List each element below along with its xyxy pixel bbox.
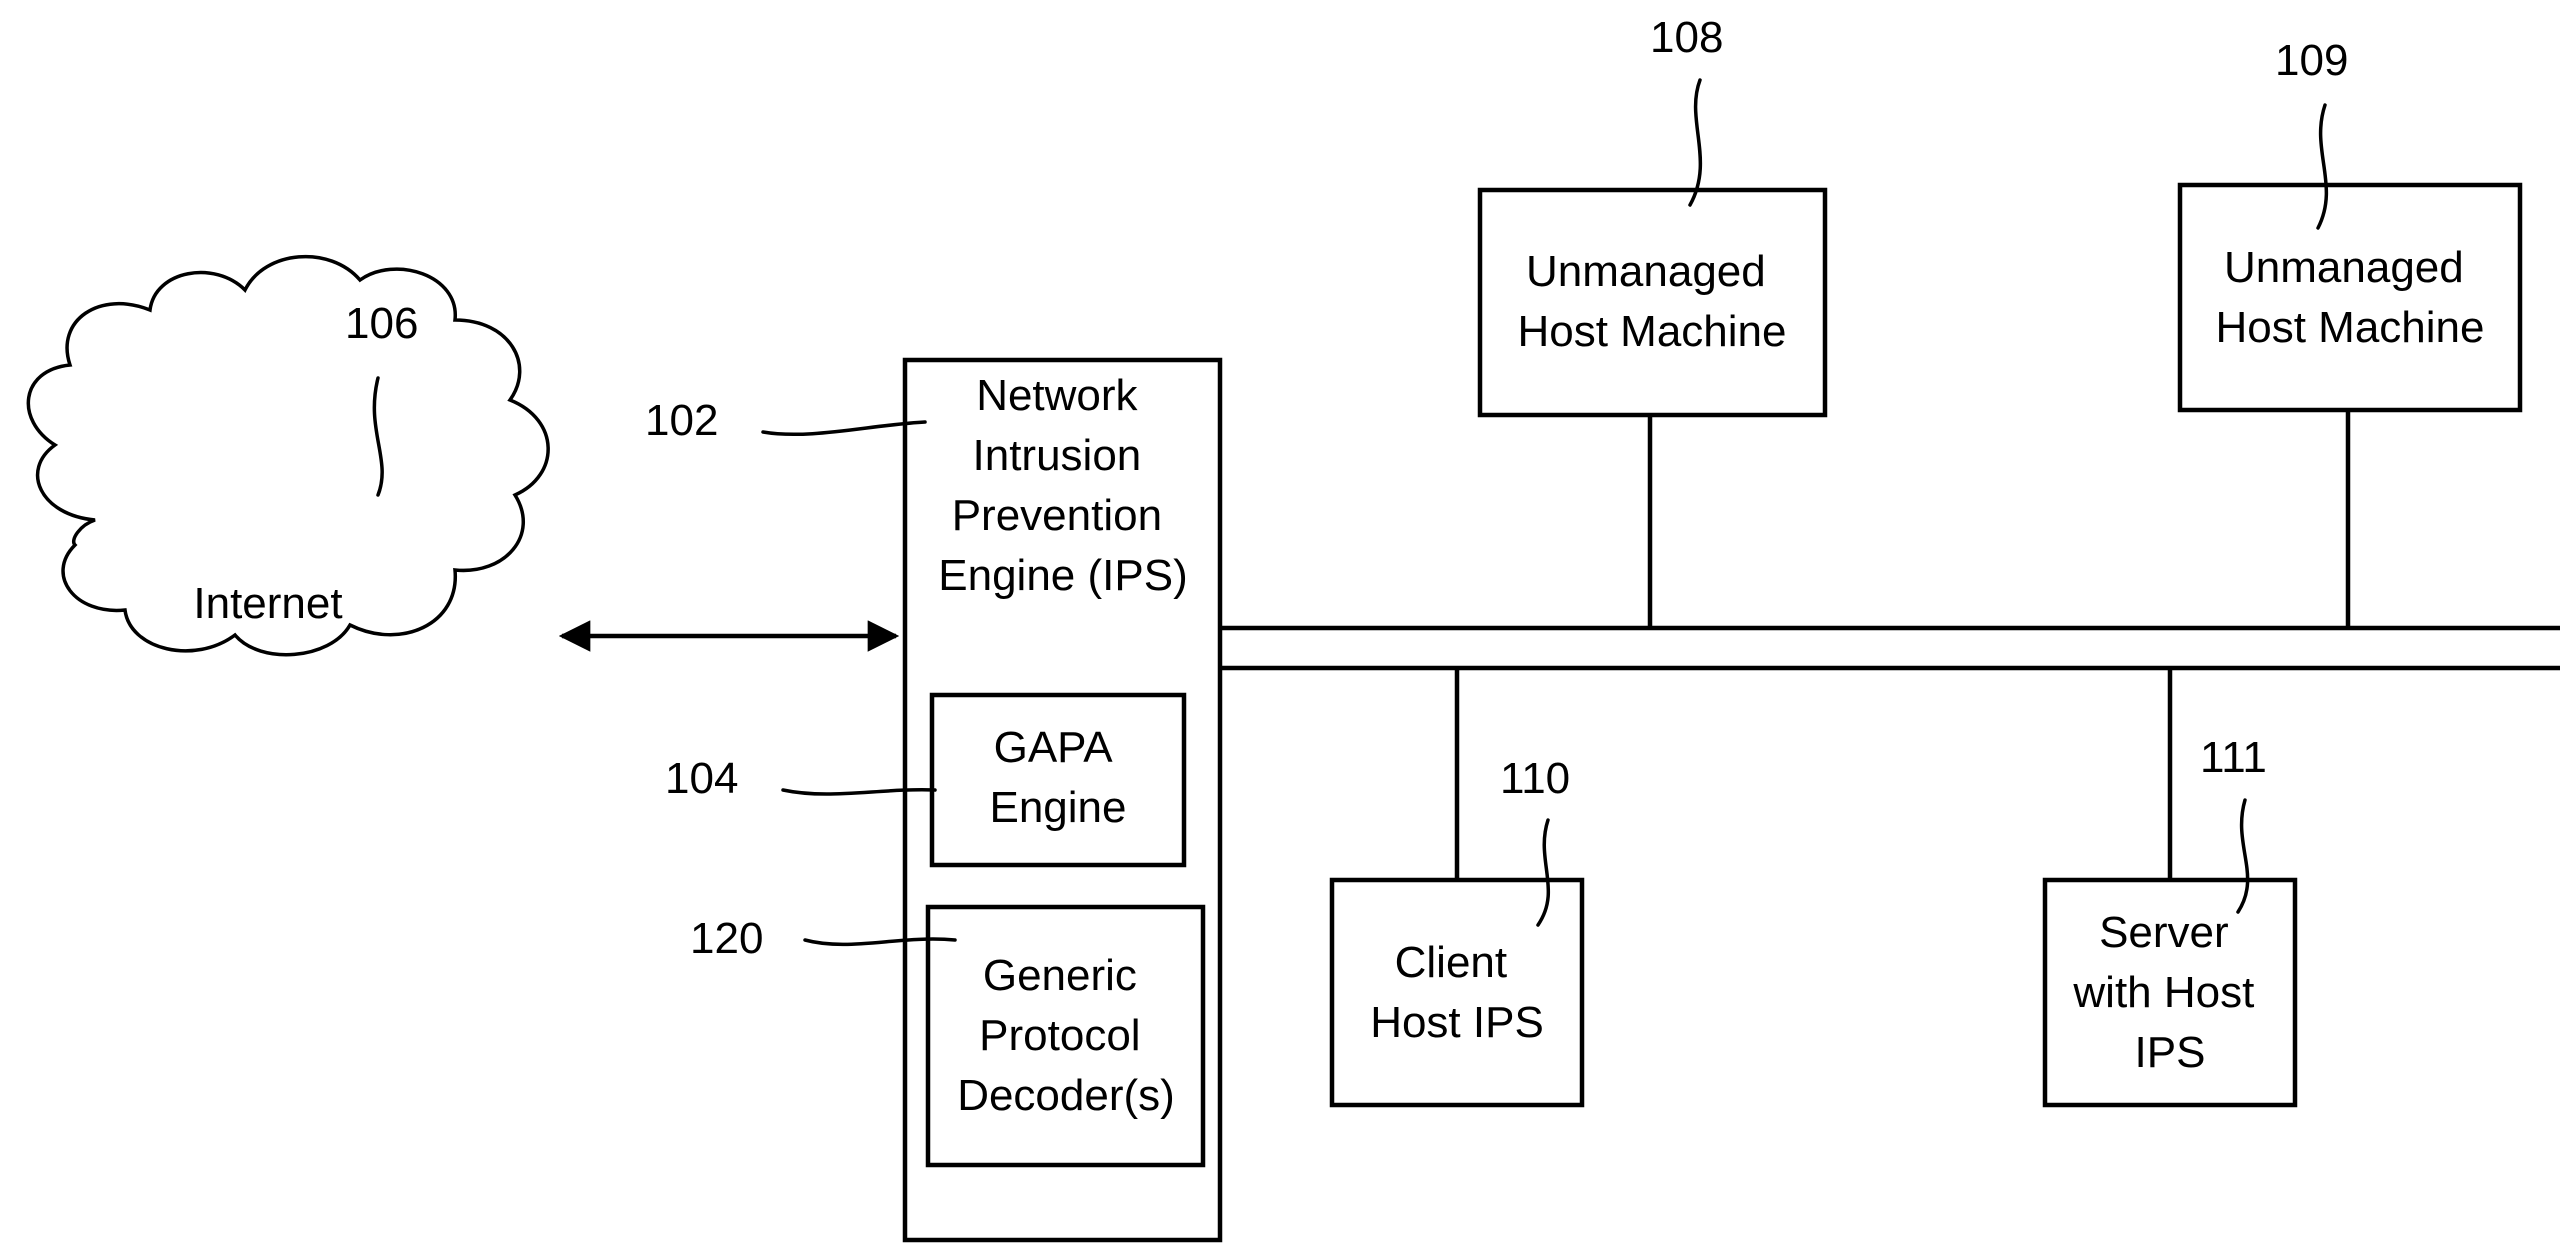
leader-102 — [763, 422, 925, 434]
ref-109: 109 — [2275, 36, 2348, 85]
ref-111: 111 — [2200, 733, 2267, 782]
leader-108 — [1690, 80, 1700, 205]
host108-line-2: Host Machine — [1517, 307, 1786, 356]
internet-cloud: Internet — [28, 257, 548, 655]
ref-120: 120 — [690, 914, 763, 963]
gapa-line-1: GAPA — [994, 723, 1114, 772]
internet-label: Internet — [193, 579, 342, 628]
ips-line-4: Engine (IPS) — [938, 551, 1187, 600]
ips-line-1: Network — [976, 371, 1138, 420]
host109-line-1: Unmanaged — [2224, 243, 2464, 292]
host108-line-1: Unmanaged — [1526, 247, 1766, 296]
svg-text:Generic Protocol D: Generic Protocol Decoder(s) — [957, 951, 1175, 1120]
client110-line-1: Client — [1395, 938, 1508, 987]
gapa-line-2: Engine — [989, 783, 1126, 832]
server-host-ips-111-box: Server with Host IPS — [2045, 880, 2295, 1105]
server111-line-2: with Host — [2072, 968, 2254, 1017]
ref-108: 108 — [1650, 13, 1723, 62]
decoder-line-1: Generic — [983, 951, 1137, 1000]
unmanaged-host-108-box: Unmanaged Host Machine — [1480, 190, 1825, 415]
ref-106: 106 — [345, 299, 418, 348]
host109-line-2: Host Machine — [2215, 303, 2484, 352]
ips-line-3: Prevention — [952, 491, 1162, 540]
server111-line-3: IPS — [2135, 1028, 2206, 1077]
ips-line-2: Intrusion — [973, 431, 1142, 480]
unmanaged-host-109-box: Unmanaged Host Machine — [2180, 185, 2520, 410]
ref-102: 102 — [645, 396, 718, 445]
client110-line-2: Host IPS — [1370, 998, 1544, 1047]
ref-110: 110 — [1500, 754, 1570, 803]
decoder-line-3: Decoder(s) — [957, 1071, 1175, 1120]
server111-line-1: Server — [2099, 908, 2229, 957]
protocol-decoder-box: Generic Protocol Decoder(s) — [928, 907, 1203, 1165]
gapa-engine-box: GAPA Engine — [932, 695, 1184, 865]
decoder-line-2: Protocol — [979, 1011, 1140, 1060]
ref-104: 104 — [665, 754, 738, 803]
